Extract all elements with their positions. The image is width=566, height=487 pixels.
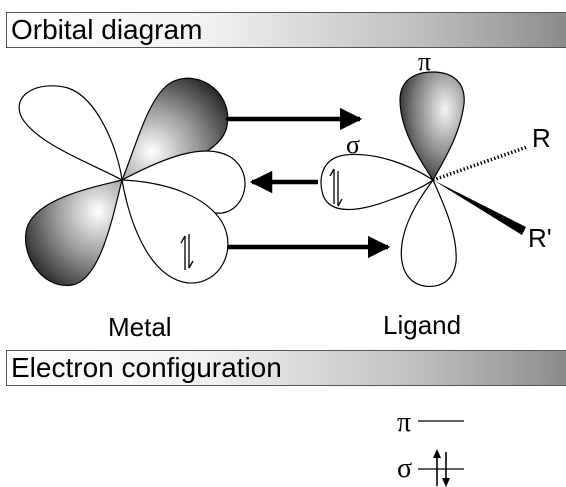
electron-configuration-title: Electron configuration — [11, 352, 282, 383]
metal-electron-pair — [180, 234, 194, 270]
ligand-pi-lobe-shaded — [399, 71, 465, 182]
r-hashed-bond — [432, 145, 528, 182]
r-label: R — [532, 123, 551, 153]
ligand-sigma-lobe — [320, 153, 435, 211]
r-prime-label: R' — [528, 223, 552, 253]
config-sigma-label: σ — [397, 453, 412, 484]
sigma-electron-pair — [433, 449, 450, 487]
electron-configuration-levels: π σ — [397, 407, 464, 487]
ligand-pi-lobe-lower — [400, 178, 457, 288]
ligand-label: Ligand — [383, 310, 461, 340]
orbital-diagram-header: Orbital diagram — [6, 12, 566, 48]
r-prime-wedge-bond — [433, 180, 526, 235]
electron-configuration-header: Electron configuration — [6, 350, 566, 386]
metal-label: Metal — [108, 312, 172, 342]
sigma-label: σ — [346, 130, 360, 159]
metal-lobe-top-left — [18, 85, 123, 182]
config-pi-label: π — [397, 407, 411, 438]
metal-lobe-bottom-left-shaded — [24, 179, 123, 286]
pi-label: π — [418, 47, 431, 76]
orbital-diagram-title: Orbital diagram — [11, 14, 203, 45]
metal-lobe-bottom-right — [121, 179, 229, 284]
ligand-electron-pair — [329, 168, 343, 207]
